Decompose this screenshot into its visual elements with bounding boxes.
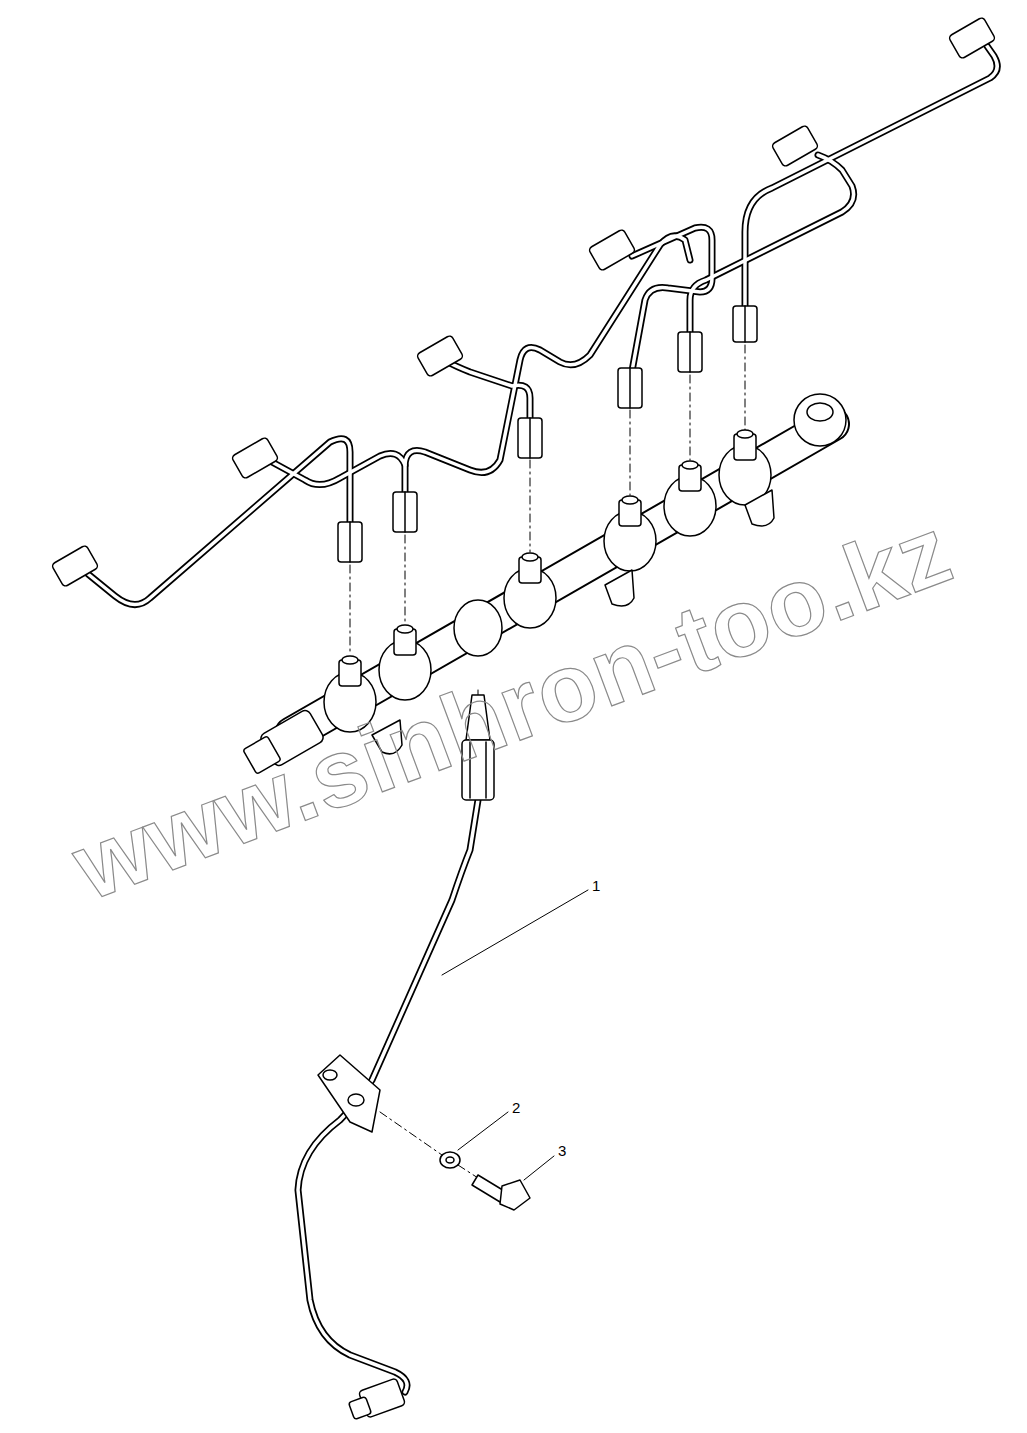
- rail-port-top: [397, 625, 413, 633]
- callout-number: 2: [510, 1100, 522, 1116]
- rail-port-top: [622, 496, 638, 504]
- rail-port-top: [522, 553, 538, 561]
- pipe-core: [298, 800, 478, 1392]
- pipe-core: [448, 362, 530, 418]
- rail-port-top: [682, 461, 698, 469]
- pipe-core: [690, 155, 854, 332]
- rail-port-top: [342, 656, 358, 664]
- pipe-core: [88, 439, 350, 605]
- pipe-core: [630, 227, 712, 382]
- callout-number: 3: [556, 1143, 568, 1159]
- callout-number: 1: [590, 878, 602, 894]
- pipe-core: [405, 236, 690, 492]
- pipe-core: [272, 453, 405, 484]
- pipe-core: [745, 46, 997, 306]
- rail-port-top: [737, 430, 753, 438]
